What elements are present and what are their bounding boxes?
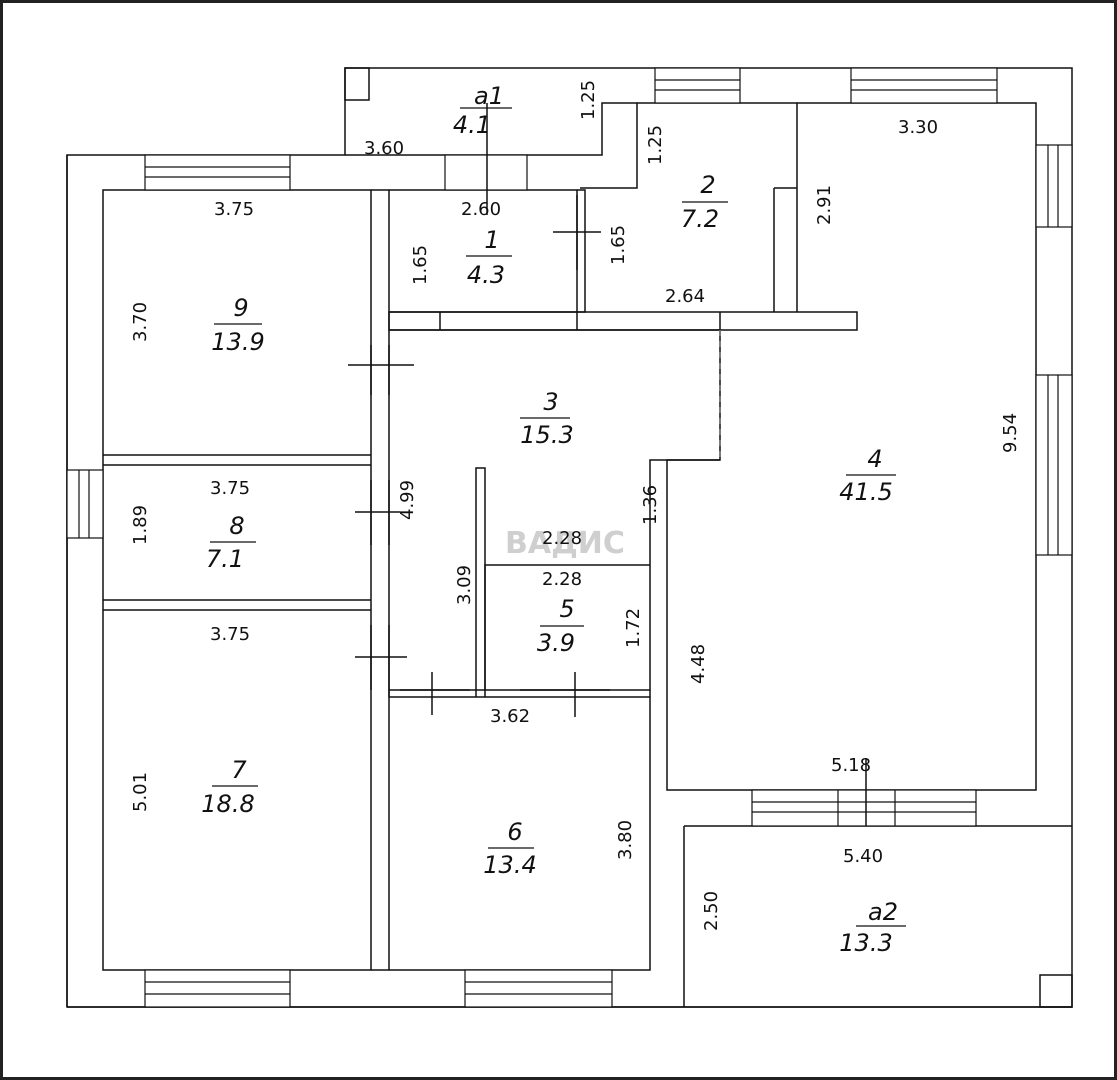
room-number: 8	[229, 512, 244, 540]
dim-r2-top: 1.25	[645, 125, 666, 165]
room-9-label: 9 13.9	[211, 294, 264, 356]
dim-r6-top: 3.62	[490, 706, 530, 727]
watermark: ВАДИС	[505, 526, 625, 561]
dim-r1-width: 2.60	[461, 199, 501, 220]
dim-r4-bottom: 5.18	[831, 755, 871, 776]
dim-r3-inner-width: 2.28	[542, 528, 582, 549]
door-marks	[348, 103, 867, 826]
room-6-label: 6 13.4	[483, 818, 536, 879]
room-area: 3.9	[537, 629, 575, 657]
room-area: 4.3	[467, 261, 505, 289]
dim-r8-top: 3.75	[210, 478, 250, 499]
dim-r7-left: 5.01	[130, 772, 151, 812]
room-area: 13.3	[839, 929, 892, 957]
room-number: 5	[559, 595, 574, 623]
room-4-label: 4 41.5	[839, 445, 896, 506]
room-number: a1	[474, 82, 504, 110]
room-number: 3	[543, 388, 558, 416]
room-labels: a1 4.1 1 4.3 2 7.2 3 15.3 4 41.5 5 3.9	[201, 82, 906, 957]
dim-a2-left: 2.50	[701, 891, 722, 931]
room-area: 7.1	[206, 545, 244, 573]
room-area: 13.4	[483, 851, 536, 879]
room-area: 7.2	[681, 205, 719, 233]
dim-a1-height: 1.25	[578, 80, 599, 120]
room-number: 9	[233, 294, 248, 322]
room-area: 41.5	[839, 478, 892, 506]
dim-r4-right: 9.54	[1000, 413, 1021, 453]
room-number: 4	[867, 445, 882, 473]
room-number: 7	[231, 756, 247, 784]
dim-r9-left: 3.70	[130, 302, 151, 342]
room-5-label: 5 3.9	[537, 595, 584, 657]
dim-r9-top: 3.75	[214, 199, 254, 220]
room-area: 13.9	[211, 328, 264, 356]
dim-r3-right: 1.36	[640, 485, 661, 525]
room-2-label: 2 7.2	[681, 171, 728, 233]
room-1-label: 1 4.3	[466, 226, 512, 289]
dim-r3-left: 4.99	[397, 480, 418, 520]
dim-r6-right: 3.80	[615, 820, 636, 860]
room-8-label: 8 7.1	[206, 512, 256, 573]
dim-r5-top: 2.28	[542, 569, 582, 590]
dim-r4-left: 4.48	[688, 644, 709, 684]
dim-r4-top: 3.30	[898, 117, 938, 138]
dim-r1-left: 1.65	[410, 245, 431, 285]
dim-r2-right: 2.91	[814, 185, 835, 225]
room-area: 4.1	[453, 111, 491, 139]
dim-a1-width: 3.60	[364, 138, 404, 159]
dim-r2-bottom: 2.64	[665, 286, 705, 307]
room-a1-label: a1 4.1	[453, 82, 512, 139]
dim-r3-corridor: 3.09	[454, 565, 475, 605]
room-3-label: 3 15.3	[520, 388, 574, 449]
dim-r1-right: 1.65	[608, 225, 629, 265]
dim-a2-top: 5.40	[843, 846, 883, 867]
room-7-label: 7 18.8	[201, 756, 258, 818]
room-number: 1	[484, 226, 499, 254]
dim-r8-left: 1.89	[130, 505, 151, 545]
room-number: 2	[700, 171, 715, 199]
dim-r5-right: 1.72	[623, 608, 644, 648]
room-number: a2	[868, 898, 898, 926]
room-a2-label: a2 13.3	[839, 898, 906, 957]
dimension-labels: 1.25 3.60 2.60 1.65 1.65 1.25 2.91 2.64 …	[130, 80, 1021, 931]
walls	[66, 67, 1073, 1008]
room-number: 6	[507, 818, 522, 846]
room-area: 15.3	[520, 421, 573, 449]
windows	[66, 67, 1073, 1008]
dim-r7-top: 3.75	[210, 624, 250, 645]
room-area: 18.8	[201, 790, 254, 818]
